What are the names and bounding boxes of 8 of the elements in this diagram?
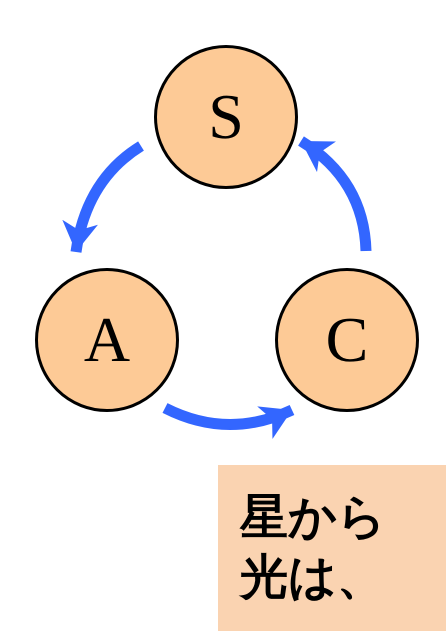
arrow — [298, 136, 372, 252]
caption-text: 星から光は、 — [240, 488, 387, 607]
state-letter: S — [208, 85, 244, 149]
text-panel — [218, 465, 446, 631]
state-letter: C — [326, 308, 368, 372]
arrow — [63, 141, 144, 253]
state-letter: A — [84, 308, 130, 372]
arrow — [162, 403, 294, 438]
